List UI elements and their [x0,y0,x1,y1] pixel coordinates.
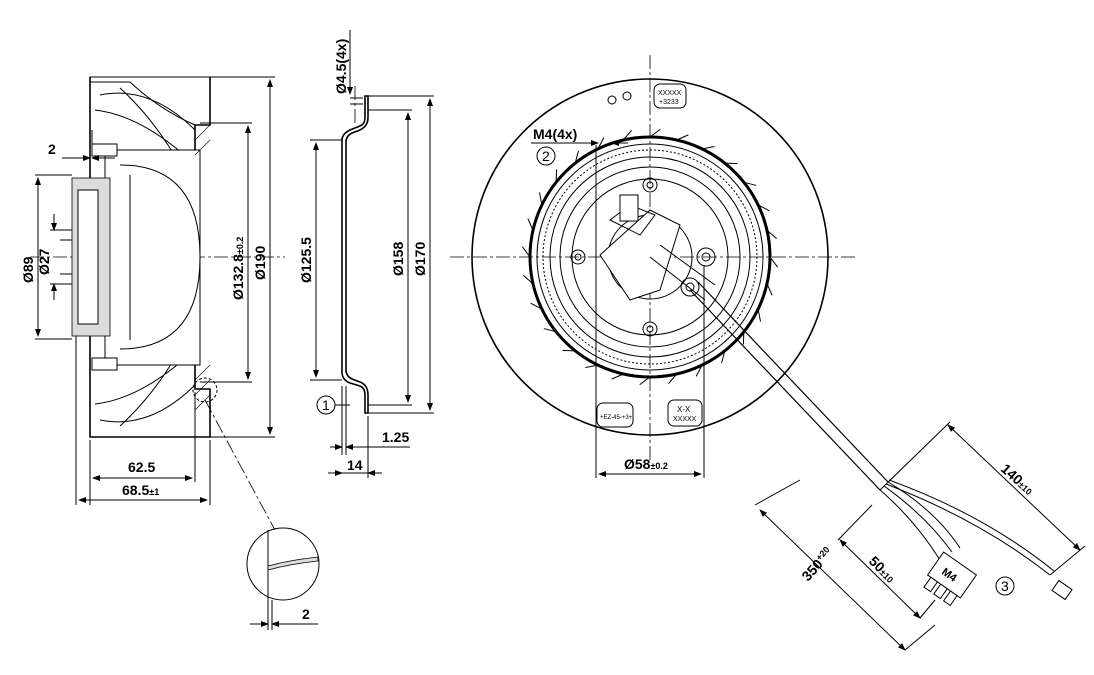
blade-tick [757,204,770,212]
dim-d125-5: Ø125.5 [298,237,314,283]
blade-tick [538,192,543,206]
dim-62-5: 62.5 [128,459,155,475]
blade-tick [649,129,661,138]
connector: M4 [923,551,978,607]
blade-tick [743,181,757,186]
dim-detail-2: 2 [302,606,310,622]
dim-d89: Ø89 [20,256,36,283]
dim-d158: Ø158 [390,242,406,276]
front-view: XXXXX +3233 +EZ-45-+3+ X-X XXXXX M4(4x) … [450,55,855,478]
blade-tick [766,283,773,296]
blade-tick [611,373,624,380]
dim-140: 140±10 [998,460,1037,498]
ring-view: Ø4.5(4x) Ø125.5 Ø158 Ø170 1 1.25 14 [298,30,434,478]
dim-68-5: 68.5±1 [122,482,159,498]
detail-view: 2 [246,527,320,630]
dim-m4: M4(4x) [533,126,577,142]
blade-tick [639,376,651,385]
label-top-line1: XXXXX [658,90,682,97]
impeller-blade-ticks [522,129,778,385]
callout-3: 3 [1001,578,1009,594]
label-bottom-left: +EZ-45-+3+ [600,415,633,421]
blade-tick [622,130,632,141]
cable-assembly: M4 3 140±10 350+20 50±10 [689,281,1086,651]
dim-14: 14 [347,457,363,473]
label-top-line2: +3233 [659,99,679,106]
blade-tick [668,373,678,384]
dim-2-top: 2 [48,141,56,157]
blade-tick [757,308,762,322]
blade-tick [574,150,579,164]
dim-d27: Ø27 [36,248,52,275]
dim-d170: Ø170 [412,242,428,276]
blade-tick [543,328,557,333]
blade-tick [766,229,777,239]
blade-tick [530,302,543,310]
blade-tick [585,364,599,369]
dim-d132-8: Ø132.8±0.2 [230,237,246,300]
blade-tick [522,246,531,258]
dim-1-25: 1.25 [382,429,409,445]
blade-tick [721,350,726,364]
blade-tick [769,256,778,268]
dim-d190: Ø190 [252,246,268,280]
dim-d58: Ø58±0.2 [624,456,668,472]
label-bottom-right-line1: X-X [677,405,691,414]
callout-2: 2 [542,148,550,164]
dim-d4-5: Ø4.5(4x) [333,39,349,94]
blade-tick [527,218,534,231]
blade-tick [701,145,715,150]
blade-tick [695,364,703,377]
blade-tick [597,137,605,150]
blade-tick [676,134,689,141]
label-bottom-right-line2: XXXXX [673,416,697,423]
side-view: 2 Ø89 Ø27 Ø132.8±0.2 Ø190 62.5 [20,76,285,531]
blade-tick [523,275,534,285]
callout-1: 1 [322,397,330,413]
